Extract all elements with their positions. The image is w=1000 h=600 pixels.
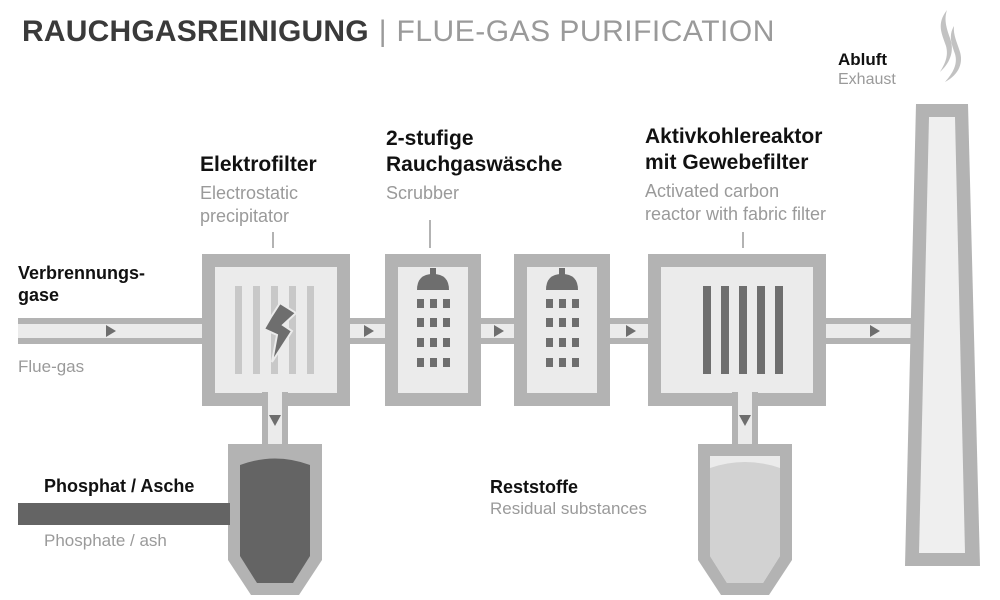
flow-arrow-icon [739, 415, 751, 426]
electrostatic-precipitator [202, 254, 350, 406]
exhaust-stack [905, 104, 980, 566]
ash-hopper-fill [240, 458, 310, 583]
exhaust-label-german: Abluft [838, 50, 888, 69]
reactor-label-german-1: Aktivkohlereaktor [645, 125, 823, 148]
residuals-label-english: Residual substances [490, 499, 647, 518]
smoke-plume-icon [940, 10, 962, 82]
fabric-filter-bag [757, 286, 765, 374]
reactor-label-english-2: reactor with fabric filter [645, 204, 827, 224]
ash-discharge [18, 390, 322, 595]
inlet-label-german-1: Verbrennungs- [18, 263, 146, 283]
phosphate-label-german: Phosphat / Asche [44, 476, 195, 496]
ash-output-pipe [18, 503, 230, 525]
nozzle-icon [417, 268, 449, 290]
flow-arrow-icon [494, 325, 504, 337]
electrofilter-label-english-1: Electrostatic [200, 183, 299, 203]
residuals-label-german: Reststoffe [490, 477, 579, 497]
scrubber-stage-1 [385, 254, 481, 406]
fabric-filter-bag [721, 286, 729, 374]
fabric-filter-bag [703, 286, 711, 374]
inlet-label-german-2: gase [18, 285, 60, 305]
scrubber-label: 2-stufige Rauchgaswäsche Scrubber [386, 126, 562, 205]
esp-plate [289, 286, 296, 374]
scrubber-stage-2 [514, 254, 610, 406]
title-separator: | [378, 15, 387, 48]
reactor-chamber [661, 267, 813, 393]
fabric-filter-bag [775, 286, 783, 374]
scrubber-label-german-1: 2-stufige [386, 127, 474, 150]
title-german: RAUCHGASREINIGUNG [22, 15, 369, 48]
lightning-bolt-icon [262, 301, 298, 363]
esp-plate [235, 286, 242, 374]
residual-discharge [698, 390, 792, 595]
stack-interior [919, 117, 965, 553]
flow-arrow-icon [626, 325, 636, 337]
spray-droplets [546, 299, 579, 367]
flow-arrow-icon [269, 415, 281, 426]
flow-arrow-icon [870, 325, 880, 337]
flow-arrows [106, 325, 880, 337]
scrubber-label-english: Scrubber [386, 183, 460, 203]
nozzle-icon [546, 268, 578, 290]
flow-arrow-icon [364, 325, 374, 337]
phosphate-label-english: Phosphate / ash [44, 531, 167, 550]
activated-carbon-reactor [648, 254, 826, 406]
scrubber-label-german-2: Rauchgaswäsche [386, 153, 563, 176]
electrofilter-label-english-2: precipitator [200, 206, 290, 226]
carbon-reactor-label: Aktivkohlereaktor mit Gewebefilter Activ… [645, 124, 826, 226]
esp-plate [253, 286, 260, 374]
reactor-label-german-2: mit Gewebefilter [645, 151, 809, 174]
electrofilter-label-german: Elektrofilter [200, 153, 317, 176]
fabric-filter-bag [739, 286, 747, 374]
esp-plate [307, 286, 314, 374]
page-title: RAUCHGASREINIGUNG | FLUE-GAS PURIFICATION [22, 14, 775, 50]
exhaust-label-english: Exhaust [838, 71, 896, 88]
electrofilter-label: Elektrofilter Electrostatic precipitator [200, 152, 317, 228]
inlet-label: Verbrennungs- gase [18, 262, 145, 306]
inlet-label-english: Flue-gas [18, 357, 85, 376]
spray-droplets [417, 299, 450, 367]
title-english: FLUE-GAS PURIFICATION [396, 15, 775, 48]
reactor-label-english-1: Activated carbon [645, 181, 780, 201]
exhaust-label: Abluft Exhaust [838, 50, 896, 90]
residuals-label: Reststoffe Residual substances [490, 476, 647, 520]
residual-hopper-fill [710, 462, 780, 583]
flow-arrow-icon [106, 325, 116, 337]
